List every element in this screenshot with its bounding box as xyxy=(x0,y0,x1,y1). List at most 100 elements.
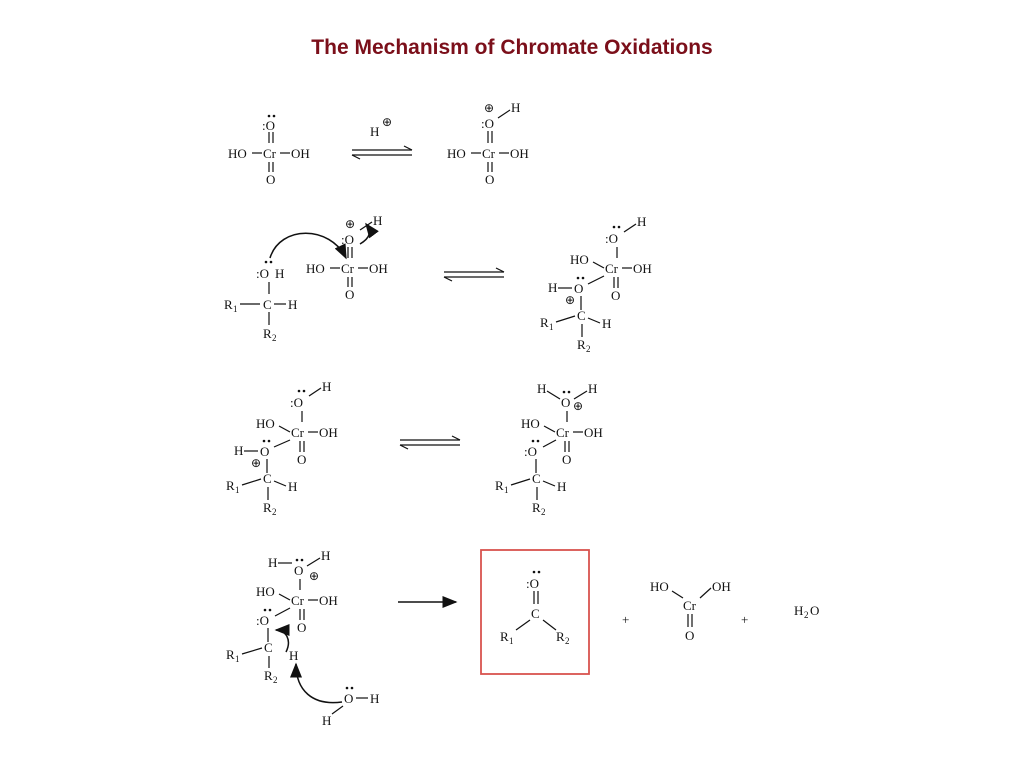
page-title: The Mechanism of Chromate Oxidations xyxy=(311,36,713,59)
r2-label: R xyxy=(263,326,272,341)
oh-label-3: OH xyxy=(369,261,388,276)
oxo-label-3: :O xyxy=(341,232,354,247)
int4-ester-o: :O xyxy=(256,613,269,628)
chromium-iv-product: HO OH Cr O xyxy=(650,579,731,643)
intermediate-4: H O H ⊕ HO Cr OH O :O R 1 C H R 2 xyxy=(226,548,343,704)
product-box xyxy=(480,549,590,675)
ketone-r1-sub: 1 xyxy=(509,636,514,646)
oxo-label-2: :O xyxy=(481,116,494,131)
cr-label-3: Cr xyxy=(341,261,355,276)
int2-ester-o: O xyxy=(574,281,583,296)
nucleophilic-attack-arrow xyxy=(269,232,347,260)
int3a-ester-o: O xyxy=(260,444,269,459)
int3b-r1-sub: 1 xyxy=(504,485,509,495)
h-label-2: H xyxy=(511,100,520,115)
int4-r1-sub: 1 xyxy=(235,654,240,664)
water-h: H xyxy=(794,603,803,618)
protonated-chromic-acid: HO Cr OH :O ⊕ H O xyxy=(447,100,529,187)
proton-charge: ⊕ xyxy=(382,115,392,129)
ketone-o: :O xyxy=(526,576,539,591)
water-o: O xyxy=(810,603,819,618)
cr-label: Cr xyxy=(263,146,277,161)
ketone-r2: R xyxy=(556,629,565,644)
carbonyl-product: :O C R 1 R 2 xyxy=(500,570,570,646)
int3b-charge-top: ⊕ xyxy=(573,399,583,413)
criv-cr: Cr xyxy=(683,598,697,613)
ketone-r2-sub: 2 xyxy=(565,636,570,646)
int3a-o: :O xyxy=(290,395,303,410)
int3b-c-h: H xyxy=(557,479,566,494)
carbon-label: C xyxy=(263,297,272,312)
int2-r1: R xyxy=(540,315,549,330)
int2-r2-sub: 2 xyxy=(586,344,591,354)
water-base: O H H xyxy=(322,686,379,728)
intermediate-2: :O H HO Cr OH O H O ⊕ R 1 C H R 2 xyxy=(540,214,652,354)
int3b-ho: HO xyxy=(521,416,540,431)
int2-o: :O xyxy=(605,231,618,246)
equilibrium-arrow-1 xyxy=(351,145,413,160)
int2-oxo: O xyxy=(611,288,620,303)
water-sub: 2 xyxy=(804,610,809,620)
int3a-oxo: O xyxy=(297,452,306,467)
plus-2: + xyxy=(741,612,748,627)
int3a-oh-h: H xyxy=(322,379,331,394)
int3b-cr: Cr xyxy=(556,425,570,440)
base-h1: H xyxy=(370,691,379,706)
int4-h2: H xyxy=(321,548,330,563)
equilibrium-arrow-2 xyxy=(443,267,505,282)
int3a-charge: ⊕ xyxy=(251,456,261,470)
int4-o: O xyxy=(294,563,303,578)
charge-3: ⊕ xyxy=(345,217,355,231)
int3a-r1: R xyxy=(226,478,235,493)
water-product: H 2 O xyxy=(794,603,819,620)
r2-sub: 2 xyxy=(272,333,277,343)
int4-c: C xyxy=(264,640,273,655)
intermediate-3b: H O H ⊕ HO Cr OH O :O R 1 C H R 2 xyxy=(495,381,603,517)
int2-c: C xyxy=(577,308,586,323)
int3b-h2: H xyxy=(588,381,597,396)
int2-cr: Cr xyxy=(605,261,619,276)
criv-ho: HO xyxy=(650,579,669,594)
int3a-r2-sub: 2 xyxy=(272,507,277,517)
int3b-ester-o: :O xyxy=(524,444,537,459)
plus-1: + xyxy=(622,612,629,627)
r1-label: R xyxy=(224,297,233,312)
equilibrium-arrow-3 xyxy=(399,435,461,450)
ho-label: HO xyxy=(228,146,247,161)
int2-c-h: H xyxy=(602,316,611,331)
int3b-c: C xyxy=(532,471,541,486)
criv-oh: OH xyxy=(712,579,731,594)
ketone-c: C xyxy=(531,606,540,621)
int3b-oxo: O xyxy=(562,452,571,467)
int2-r1-sub: 1 xyxy=(549,322,554,332)
int4-oxo: O xyxy=(297,620,306,635)
oxo-bottom-3: O xyxy=(345,287,354,302)
int2-ho: HO xyxy=(570,252,589,267)
intermediate-3a: :O H HO Cr OH O H O ⊕ R 1 C H R 2 xyxy=(226,379,338,517)
int2-charge: ⊕ xyxy=(565,293,575,307)
int4-h1: H xyxy=(268,555,277,570)
oxo-bottom-label: O xyxy=(266,172,275,187)
int4-oh: OH xyxy=(319,593,338,608)
criv-oxo: O xyxy=(685,628,694,643)
int2-h: H xyxy=(548,280,557,295)
int3a-h: H xyxy=(234,443,243,458)
int2-r2: R xyxy=(577,337,586,352)
int3a-cr: Cr xyxy=(291,425,305,440)
int4-r1: R xyxy=(226,647,235,662)
int3a-r1-sub: 1 xyxy=(235,485,240,495)
int3a-c-h: H xyxy=(288,479,297,494)
int4-r2: R xyxy=(264,668,273,683)
int3a-oh: OH xyxy=(319,425,338,440)
oxo-bottom-2: O xyxy=(485,172,494,187)
int4-cr: Cr xyxy=(291,593,305,608)
r1-sub: 1 xyxy=(233,304,238,314)
oh-label-2: OH xyxy=(510,146,529,161)
int4-charge: ⊕ xyxy=(309,569,319,583)
oxo-top-label: :O xyxy=(262,118,275,133)
int3b-o: O xyxy=(561,395,570,410)
int3b-oh: OH xyxy=(584,425,603,440)
protonated-chromic-acid-2: HO Cr OH :O ⊕ H O xyxy=(306,213,388,302)
int3b-r1: R xyxy=(495,478,504,493)
